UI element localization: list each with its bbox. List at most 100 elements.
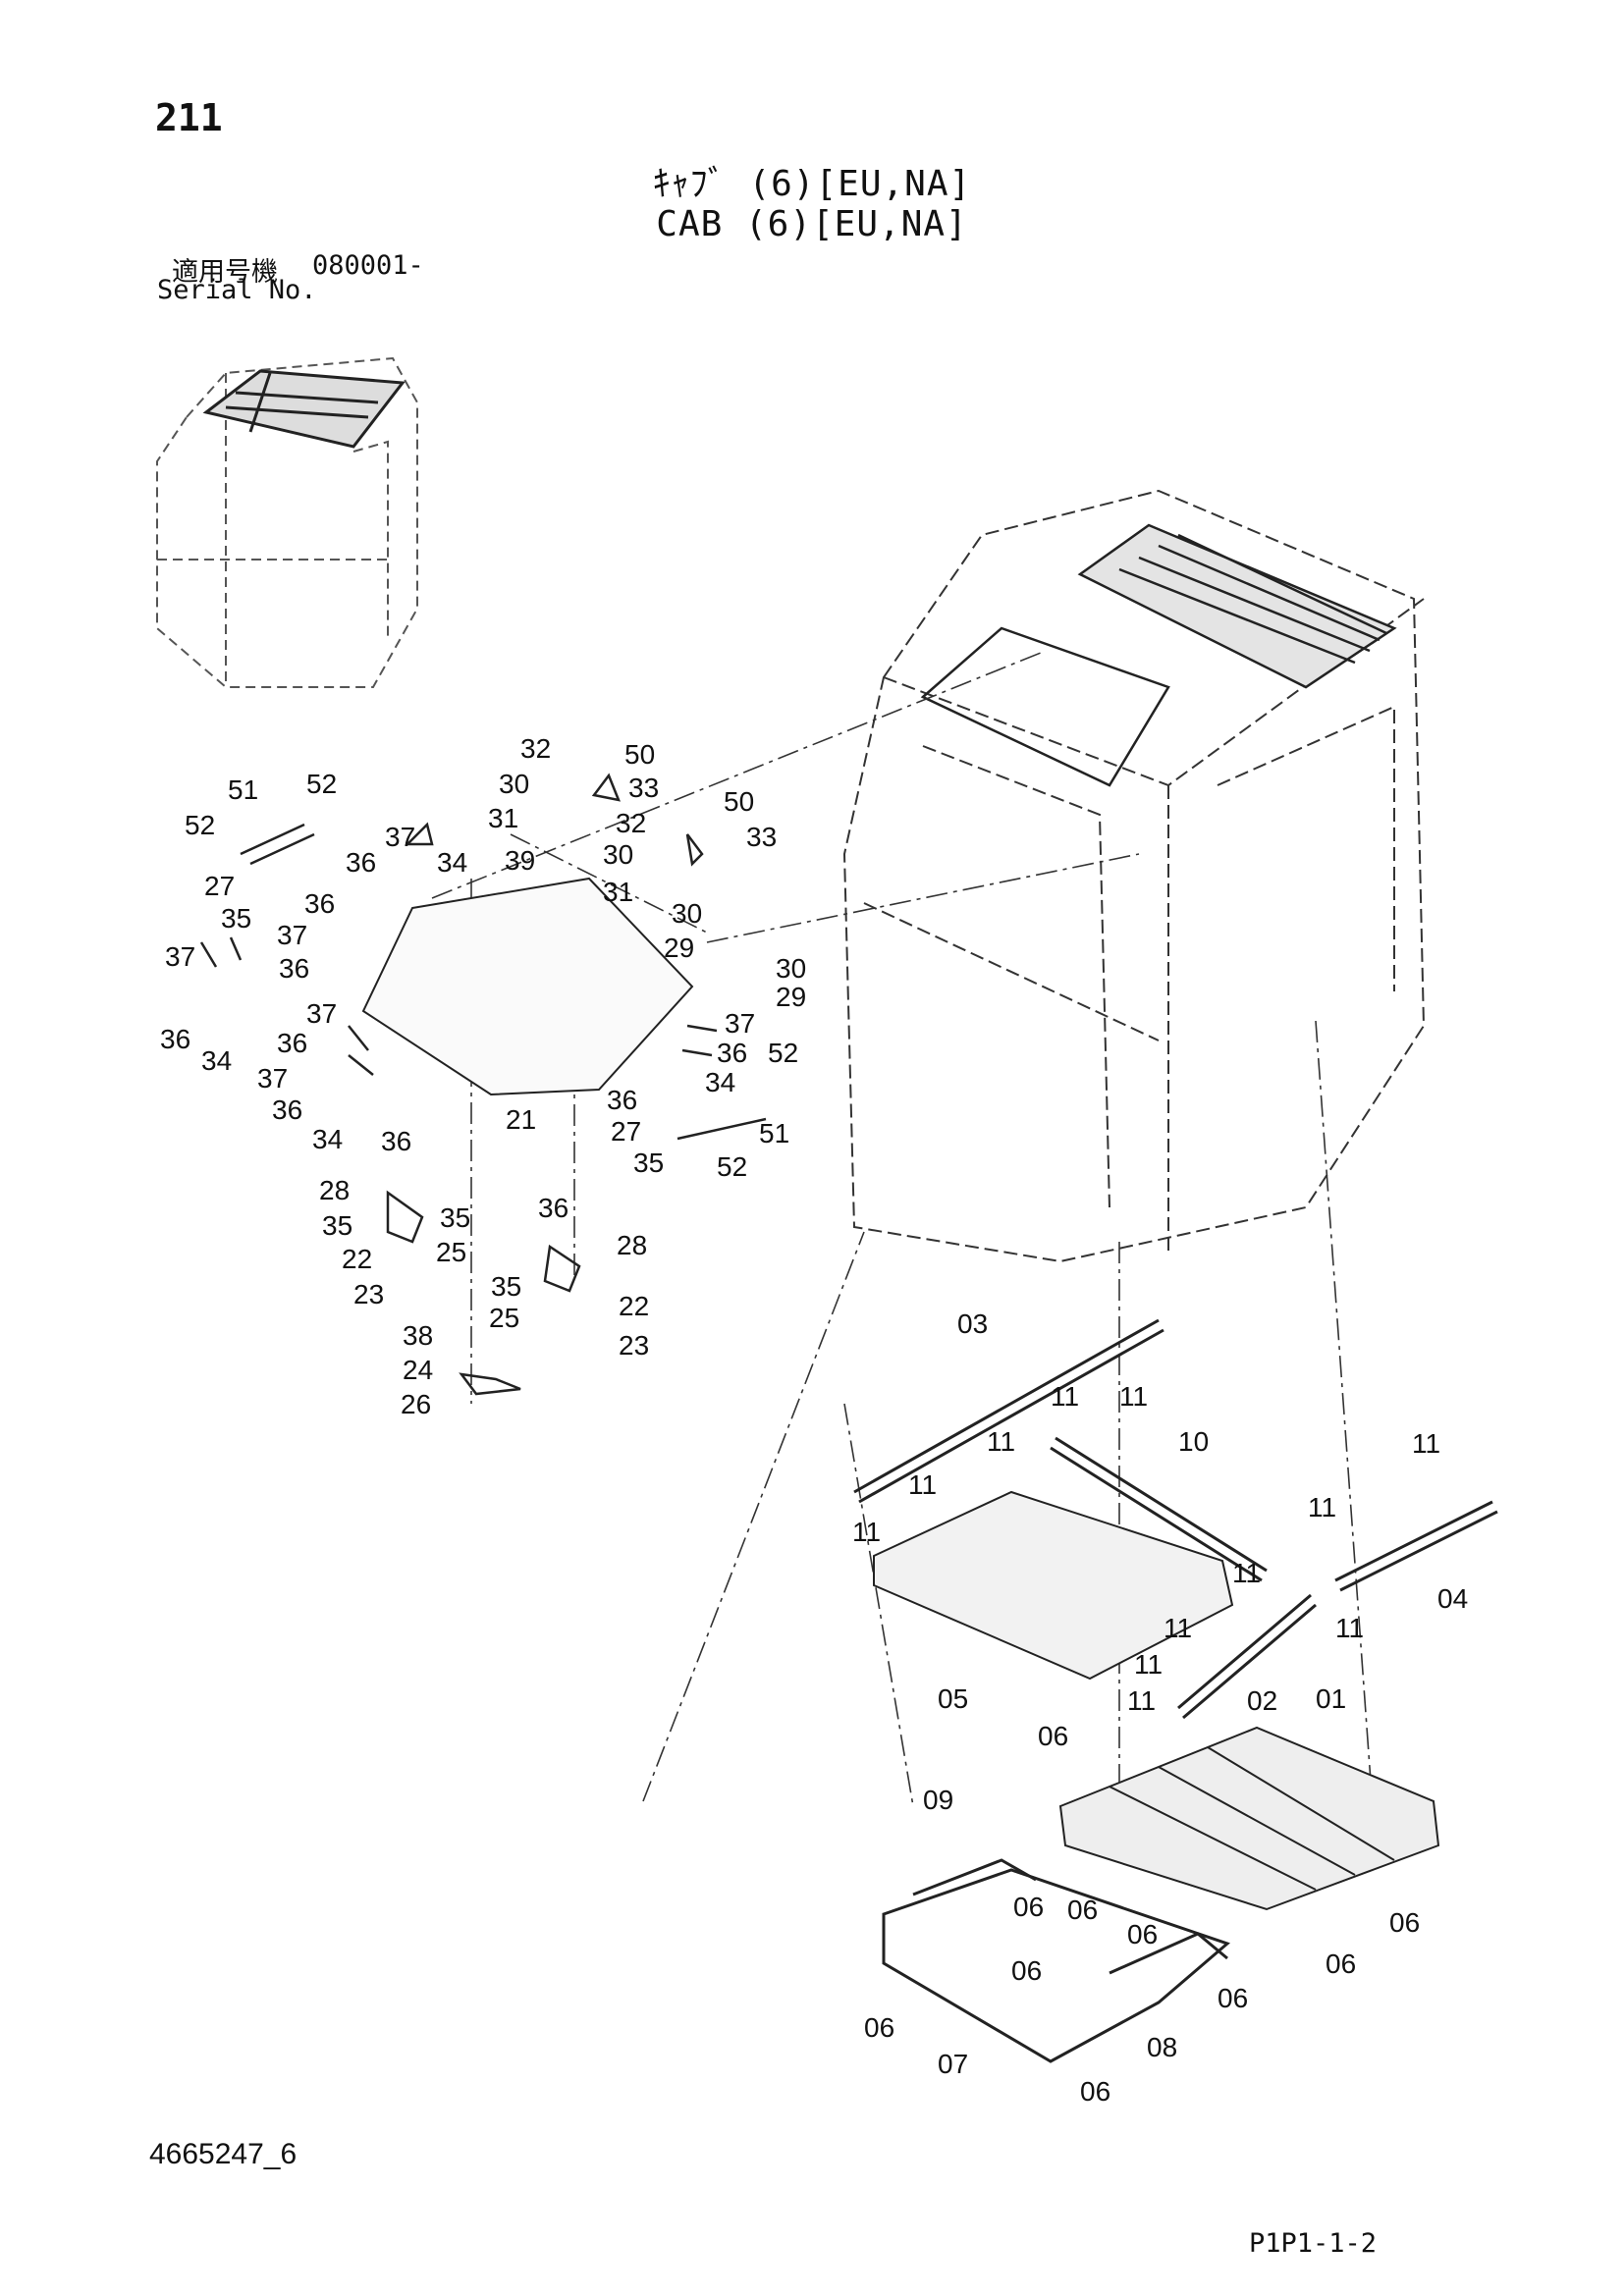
callout-51-a: 51: [228, 774, 258, 805]
serial-label-english: Serial No.: [157, 275, 317, 305]
callout-11-a: 11: [1051, 1381, 1079, 1412]
callout-03: 03: [957, 1308, 988, 1339]
title-english: CAB (6)[EU,NA]: [656, 204, 968, 244]
callout-06-e: 06: [1326, 1949, 1356, 1979]
callout-23-b: 23: [619, 1330, 649, 1361]
callout-11-c: 11: [987, 1426, 1015, 1457]
callout-36-d: 36: [160, 1024, 190, 1054]
callout-06-h: 06: [864, 2012, 894, 2043]
callout-28-b: 28: [617, 1230, 647, 1260]
callout-06-g: 06: [1011, 1955, 1042, 1986]
callout-30-b: 30: [603, 839, 633, 870]
callout-labels: 51 52 52 27 35 36 37 36 34 39 32 30 31 5…: [160, 733, 1468, 2107]
callout-23-a: 23: [353, 1279, 384, 1309]
callout-35-e: 35: [491, 1271, 521, 1302]
callout-35-d: 35: [440, 1202, 470, 1233]
callout-36-i: 36: [381, 1126, 411, 1156]
callout-06-d: 06: [1127, 1919, 1158, 1949]
page-number: 211: [155, 96, 223, 139]
thumbnail-cab-illustration: [156, 356, 418, 688]
callout-09: 09: [923, 1785, 953, 1815]
callout-06-a: 06: [1038, 1721, 1068, 1751]
callout-52-c: 52: [768, 1038, 798, 1068]
serial-number-from: 080001-: [312, 250, 424, 281]
callout-52-d: 52: [717, 1151, 747, 1182]
callout-50-b: 50: [724, 786, 754, 817]
callout-36-e: 36: [277, 1028, 307, 1058]
callout-02: 02: [1247, 1685, 1277, 1716]
callout-31-a: 31: [488, 803, 518, 833]
callout-22-b: 22: [619, 1291, 649, 1321]
title-japanese: ｷｬﾌﾞ (6)[EU,NA]: [652, 164, 972, 204]
callout-04: 04: [1437, 1583, 1468, 1614]
callout-07: 07: [938, 2049, 968, 2079]
callout-11-i: 11: [1335, 1613, 1364, 1643]
callout-38: 38: [403, 1320, 433, 1351]
callout-01: 01: [1316, 1683, 1346, 1714]
callout-36-f: 36: [272, 1095, 302, 1125]
roof-trim-03: [853, 1318, 1164, 1504]
main-cab-frame: [842, 489, 1426, 1263]
callout-34-c: 34: [312, 1124, 343, 1154]
callout-37-c: 37: [165, 941, 195, 972]
callout-27-b: 27: [611, 1116, 641, 1147]
callout-37-d: 37: [306, 998, 337, 1029]
callout-11-j: 11: [1164, 1613, 1192, 1643]
callout-37-f: 37: [725, 1008, 755, 1039]
callout-21: 21: [506, 1104, 536, 1135]
callout-29-a: 29: [664, 933, 694, 963]
callout-24: 24: [403, 1355, 433, 1385]
callout-50-a: 50: [624, 739, 655, 770]
callout-05: 05: [938, 1683, 968, 1714]
callout-52-a: 52: [306, 769, 337, 799]
callout-06-j: 06: [1218, 1983, 1248, 2013]
callout-11-h: 11: [1232, 1558, 1261, 1588]
roof-trim-02: [1177, 1593, 1317, 1720]
roof-liner-05: [873, 1490, 1234, 1681]
callout-25-b: 25: [489, 1303, 519, 1333]
part-21-plate: [361, 877, 694, 1096]
callout-25-a: 25: [436, 1237, 466, 1267]
document-id: 4665247_6: [149, 2138, 298, 2170]
callout-26: 26: [401, 1389, 431, 1419]
callout-11-l: 11: [1127, 1685, 1156, 1716]
callout-11-e: 11: [852, 1517, 881, 1547]
callout-52-b: 52: [185, 810, 215, 840]
callout-29-b: 29: [776, 982, 806, 1012]
callout-32-a: 32: [520, 733, 551, 764]
callout-33-b: 33: [746, 822, 777, 852]
thumbnail-roof-panel: [202, 369, 406, 449]
callout-51-b: 51: [759, 1118, 789, 1148]
serial-label-japanese: 適用号機: [172, 257, 278, 288]
assembly-leader-lines: [431, 652, 1376, 1845]
callout-36-j: 36: [538, 1193, 568, 1223]
callout-37-a: 37: [385, 822, 415, 852]
callout-22-a: 22: [342, 1244, 372, 1274]
callout-27-a: 27: [204, 871, 235, 901]
callout-36-b: 36: [346, 847, 376, 878]
callout-06-i: 06: [1080, 2076, 1110, 2107]
callout-37-b: 37: [277, 920, 307, 950]
roof-trim-04: [1334, 1500, 1498, 1592]
roof-panel-01: [1058, 1726, 1440, 1911]
callout-11-f: 11: [1412, 1428, 1440, 1459]
page-reference: P1P1-1-2: [1249, 2228, 1378, 2259]
callout-31-b: 31: [603, 877, 633, 907]
callout-33-a: 33: [628, 773, 659, 803]
callout-08: 08: [1147, 2032, 1177, 2062]
callout-36-g: 36: [717, 1038, 747, 1068]
callout-36-c: 36: [279, 953, 309, 984]
callout-32-b: 32: [616, 808, 646, 838]
callout-11-b: 11: [1119, 1381, 1148, 1412]
callout-35-b: 35: [633, 1148, 664, 1178]
callout-36-h: 36: [607, 1085, 637, 1115]
callout-30-d: 30: [776, 953, 806, 984]
callout-11-d: 11: [908, 1469, 937, 1500]
main-cab-roof-panel: [920, 523, 1397, 787]
callout-34-b: 34: [201, 1045, 232, 1076]
callout-11-k: 11: [1134, 1649, 1163, 1680]
callout-28-a: 28: [319, 1175, 350, 1205]
callout-30-a: 30: [499, 769, 529, 799]
callout-39: 39: [505, 845, 535, 876]
